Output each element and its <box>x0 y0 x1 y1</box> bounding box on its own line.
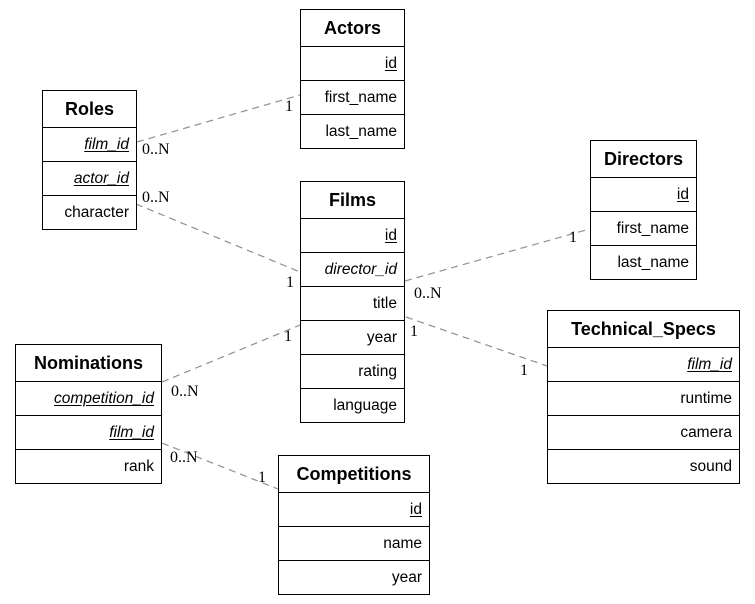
attribute-technical_specs-camera: camera <box>548 415 739 449</box>
cardinality-label-films-directors-0: 0..N <box>414 285 442 302</box>
attribute-films-rating: rating <box>301 354 404 388</box>
cardinality-label-nominations-films-1: 1 <box>284 328 292 345</box>
attribute-nominations-film_id: film_id <box>16 415 161 449</box>
attribute-competitions-year: year <box>279 560 429 594</box>
entity-title-competitions: Competitions <box>279 456 429 493</box>
attribute-actors-id: id <box>384 55 397 72</box>
attribute-films-language: language <box>301 388 404 422</box>
relationship-line-films-technical_specs <box>405 316 548 367</box>
attribute-technical_specs-runtime: runtime <box>548 381 739 415</box>
attribute-actors-last_name: last_name <box>301 114 404 148</box>
entity-title-technical_specs: Technical_Specs <box>548 311 739 348</box>
relationship-line-roles-films <box>135 203 301 273</box>
attribute-directors-id: id <box>676 186 689 203</box>
relationship-line-nominations-films <box>161 324 301 383</box>
cardinality-label-roles-actors-0: 0..N <box>142 141 170 158</box>
attribute-directors-first_name: first_name <box>591 211 696 245</box>
relationship-line-films-directors <box>404 229 587 282</box>
attribute-competitions-id: id <box>409 501 422 518</box>
attribute-competitions-name: name <box>279 526 429 560</box>
cardinality-label-roles-actors-1: 1 <box>285 98 293 115</box>
attribute-films-year: year <box>301 320 404 354</box>
cardinality-label-films-technical_specs-1: 1 <box>520 362 528 379</box>
attribute-films-director_id: director_id <box>301 252 404 286</box>
entity-title-films: Films <box>301 182 404 219</box>
relationship-line-roles-actors <box>136 94 301 143</box>
relationship-line-nominations-competitions <box>161 442 279 490</box>
cardinality-label-roles-films-0: 0..N <box>142 189 170 206</box>
attribute-roles-actor_id: actor_id <box>43 161 136 195</box>
entity-title-nominations: Nominations <box>16 345 161 382</box>
attribute-actors-first_name: first_name <box>301 80 404 114</box>
entity-title-directors: Directors <box>591 141 696 178</box>
attribute-nominations-competition_id: competition_id <box>54 390 154 407</box>
cardinality-label-nominations-films-0: 0..N <box>171 383 199 400</box>
attribute-directors-last_name: last_name <box>591 245 696 279</box>
cardinality-label-roles-films-1: 1 <box>286 274 294 291</box>
attribute-roles-film_id: film_id <box>84 136 129 153</box>
cardinality-label-nominations-competitions-1: 1 <box>258 469 266 486</box>
attribute-nominations-rank: rank <box>16 449 161 483</box>
entity-title-actors: Actors <box>301 10 404 47</box>
cardinality-label-nominations-competitions-0: 0..N <box>170 449 198 466</box>
attribute-technical_specs-film_id: film_id <box>687 356 732 373</box>
cardinality-label-films-directors-1: 1 <box>569 229 577 246</box>
attribute-films-title: title <box>301 286 404 320</box>
attribute-films-id: id <box>384 227 397 244</box>
attribute-roles-character: character <box>43 195 136 229</box>
entity-title-roles: Roles <box>43 91 136 128</box>
attribute-technical_specs-sound: sound <box>548 449 739 483</box>
cardinality-label-films-technical_specs-0: 1 <box>410 323 418 340</box>
